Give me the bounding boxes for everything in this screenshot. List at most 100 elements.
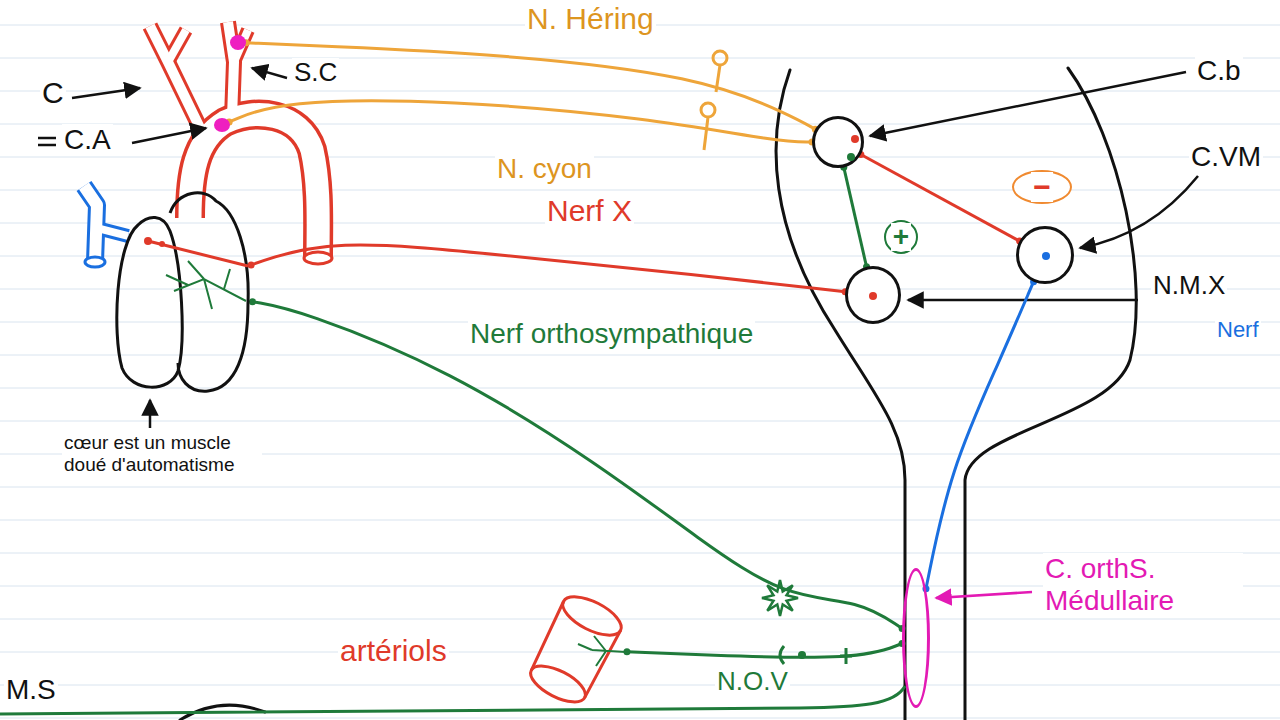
ruled-line [0, 718, 1280, 719]
heart-organ: cœur est un muscle doué d'automatisme [108, 183, 253, 395]
underline-mark [38, 137, 56, 140]
ganglion-stem [704, 117, 708, 150]
nerve-connector [246, 43, 815, 129]
carotid-wall [168, 30, 186, 62]
leader-arrow [149, 400, 152, 428]
aorta-lumen [190, 115, 318, 256]
label-anchor: C [40, 76, 66, 111]
nerve-ending-dot [1042, 252, 1050, 260]
ruled-line [0, 355, 1280, 356]
part-label: M.S [4, 674, 58, 706]
edge-label-anchor: Nerf X [545, 196, 634, 226]
edge-label-anchor: − [1012, 170, 1072, 204]
sinus-dot: S.C [230, 35, 246, 50]
node-label: C.A [62, 124, 113, 156]
carotid-lumen [168, 30, 186, 62]
edge-label-anchor: Nerf orthosympathique [468, 320, 755, 348]
nerve-label: N. Héring [525, 4, 656, 34]
descending-pathway [922, 278, 1037, 592]
label-anchor: C.VM [1189, 141, 1263, 173]
vasomotor-endings [578, 636, 626, 666]
medullary-center: C. orthS. Médullaire [902, 568, 930, 708]
nerve-label: N. cyon [495, 155, 594, 183]
nerve-label: Nerf X [545, 196, 634, 226]
ruled-line [0, 520, 1280, 521]
sympathetic-endings [166, 261, 246, 309]
carotid-wall [150, 26, 200, 128]
leader-arrow [870, 72, 1186, 136]
ruled-line [0, 223, 1280, 224]
label-anchor: C. orthS. Médullaire [1043, 553, 1243, 617]
vasomotor-center: C.VM [1016, 226, 1074, 284]
label-anchor: C.b [1195, 55, 1243, 87]
node-label: cœur est un muscle doué d'automatisme [62, 432, 262, 476]
vena-cava-end [85, 257, 105, 267]
leader-arrow [132, 128, 206, 143]
nerve-ending-dot [249, 298, 256, 305]
leader-arrow [252, 68, 287, 78]
label-anchor: C.A [62, 124, 113, 156]
nerve-ending-dot [248, 261, 255, 268]
vagus-nerve [248, 245, 849, 295]
nerve-connector [844, 167, 867, 266]
vagal-nucleus: N.M.XNerf [845, 266, 901, 324]
nerve-ending-dot [847, 153, 855, 161]
node-label: S.C [292, 58, 339, 88]
edge-label-anchor: N. cyon [495, 155, 594, 183]
afferent-nerve [242, 39, 818, 132]
arteriole-wall [531, 602, 620, 698]
sympathetic-nerve [249, 298, 906, 632]
arteriole-rim [525, 659, 590, 707]
vena-cava-lumen [97, 228, 128, 236]
nerve-ending-dot [851, 135, 859, 143]
aorta-wall [190, 115, 318, 256]
nerve-connector [229, 101, 812, 142]
ruled-line [0, 487, 1280, 488]
aorta-end [304, 252, 332, 264]
ruled-line [0, 619, 1280, 620]
label-anchor: M.S [4, 674, 58, 706]
sign-label: + [891, 223, 911, 251]
node-label: C.VM [1189, 141, 1263, 173]
label-anchor: artériols [338, 634, 449, 669]
heart-lobe [170, 193, 248, 391]
vagal-ending-dot [159, 241, 165, 247]
afferent-nerve [226, 101, 816, 146]
sympathetic-ganglion [762, 580, 798, 616]
arteriole-vessel: artériols [522, 592, 627, 707]
nerve-connector [861, 154, 1020, 241]
heart-drawing [108, 183, 253, 395]
label-anchor: S.C [292, 58, 339, 88]
node-label: Nerf [1215, 317, 1261, 342]
edge-label-anchor: N. Héring [525, 4, 656, 34]
vagal-ending-dot [144, 237, 152, 245]
vena-cava-wall [84, 186, 97, 262]
vagal-endings [148, 241, 248, 266]
nerve-ending-dot [922, 585, 929, 592]
leader-arrow [936, 592, 1032, 598]
node-label: artériols [338, 634, 449, 669]
nerve-ending-dot [869, 292, 877, 300]
underline-mark [38, 144, 56, 147]
vena-cava-lumen [84, 186, 97, 262]
sign-label: − [1031, 172, 1053, 202]
leader-arrow [908, 299, 1138, 302]
node-label: N.M.X [1151, 271, 1227, 301]
ruled-line [0, 289, 1280, 290]
carotid-lumen [150, 26, 200, 128]
nerve-connector [251, 245, 845, 292]
heart-lobe [117, 217, 182, 387]
ruled-line [0, 256, 1280, 257]
ruled-line [0, 421, 1280, 422]
nerve-label: N.O.V [715, 668, 790, 694]
brainstem-outline [965, 68, 1136, 720]
leader-arrow [1080, 176, 1198, 248]
sensory-ganglion [713, 51, 727, 65]
arteriole-drawing [522, 592, 627, 707]
leader-arrow [72, 88, 140, 98]
bulbar-center: C.b [812, 116, 864, 168]
edge-label-anchor: + [884, 220, 918, 254]
nerve-label: Nerf orthosympathique [468, 320, 755, 348]
